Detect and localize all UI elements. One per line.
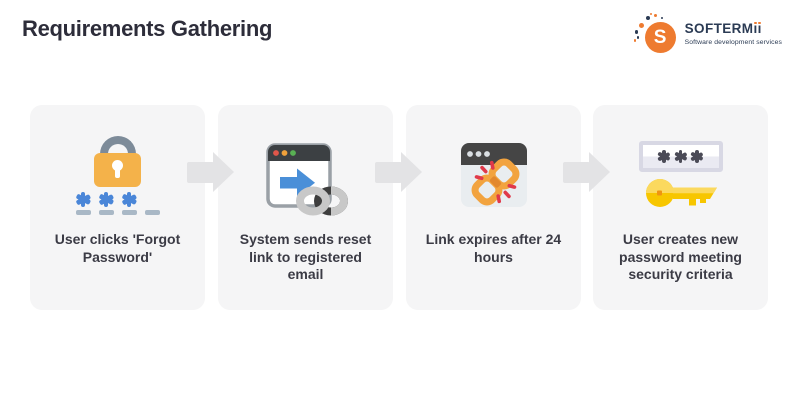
- password-asterisk-icon: [678, 150, 683, 163]
- forgot-password-lock-icon: [75, 135, 160, 215]
- step-2-icon-box: [264, 135, 348, 216]
- brand-logo: S SOFTERMıı Software development service…: [633, 13, 782, 55]
- step-card-1: User clicks 'Forgot Password': [30, 105, 205, 310]
- step-label: System sends reset link to registered em…: [240, 231, 372, 284]
- label-line: email: [287, 266, 324, 282]
- right-arrow-icon: [187, 152, 235, 193]
- password-asterisk-icon: [126, 192, 132, 207]
- label-line: User clicks 'Forgot: [54, 231, 181, 247]
- label-line: password meeting: [619, 248, 742, 265]
- label-line: security criteria: [628, 266, 733, 282]
- step-card-4: User creates new password meeting securi…: [593, 105, 768, 310]
- password-asterisk-icon: [103, 192, 109, 207]
- step-card-3: Link expires after 24 hours: [406, 105, 581, 310]
- password-dash: [98, 210, 114, 215]
- step-3-icon-box: [456, 135, 532, 215]
- lock-shackle: [99, 135, 136, 160]
- keyhole-stem: [115, 168, 120, 178]
- step-label: User clicks 'Forgot Password': [55, 231, 180, 266]
- password-dash: [75, 210, 91, 215]
- step-label: Link expires after 24 hours: [426, 231, 561, 266]
- brand-tagline: Software development services: [684, 38, 782, 46]
- brand-name-main: SOFTERM: [684, 21, 754, 37]
- step-1-icon-box: [75, 135, 160, 215]
- password-asterisk-icon: [695, 150, 699, 163]
- label-line: link to registered: [249, 248, 362, 265]
- new-password-key-icon: [638, 141, 723, 209]
- softermii-s-mark-icon: S: [633, 13, 678, 55]
- password-dash: [121, 210, 137, 215]
- logo-dot: [660, 17, 663, 19]
- logo-circle: S: [644, 22, 676, 53]
- logo-dot: [634, 30, 639, 34]
- browser-window-graphic: [265, 143, 332, 208]
- password-asterisk-icon: [662, 150, 666, 163]
- label-line: System sends reset: [239, 231, 372, 247]
- label-line: hours: [474, 248, 513, 265]
- right-arrow-icon: [375, 152, 423, 193]
- lock-body: [94, 152, 141, 187]
- label-line: User creates new: [622, 231, 739, 247]
- logo-dot: [653, 14, 657, 17]
- page-title: Requirements Gathering: [22, 16, 273, 41]
- password-field-graphic: [638, 141, 723, 172]
- step-card-2: System sends reset link to registered em…: [218, 105, 393, 310]
- brand-name: SOFTERMıı: [684, 21, 782, 37]
- masked-password-row: [75, 192, 160, 215]
- password-dash: [144, 210, 160, 215]
- browser-reset-link-icon: [264, 140, 348, 216]
- right-arrow-icon: [563, 152, 611, 193]
- password-asterisk-icon: [80, 192, 86, 207]
- logo-dot: [649, 13, 652, 15]
- logo-dot: [645, 16, 650, 20]
- logo-dot: [633, 39, 637, 42]
- label-line: Password': [82, 248, 153, 265]
- keyhole: [112, 159, 123, 171]
- step-4-icon-box: [638, 135, 723, 215]
- brand-name-ii: ıı: [753, 21, 762, 37]
- key-icon: [645, 179, 717, 207]
- logo-dot: [638, 23, 644, 28]
- logo-dot: [636, 36, 640, 39]
- browser-broken-link-icon: [460, 143, 527, 207]
- step-label: User creates new password meeting securi…: [619, 231, 742, 284]
- logo-text: SOFTERMıı Software development services: [684, 21, 782, 46]
- label-line: Link expires after 24: [425, 231, 562, 247]
- chain-link-icon: [295, 186, 348, 216]
